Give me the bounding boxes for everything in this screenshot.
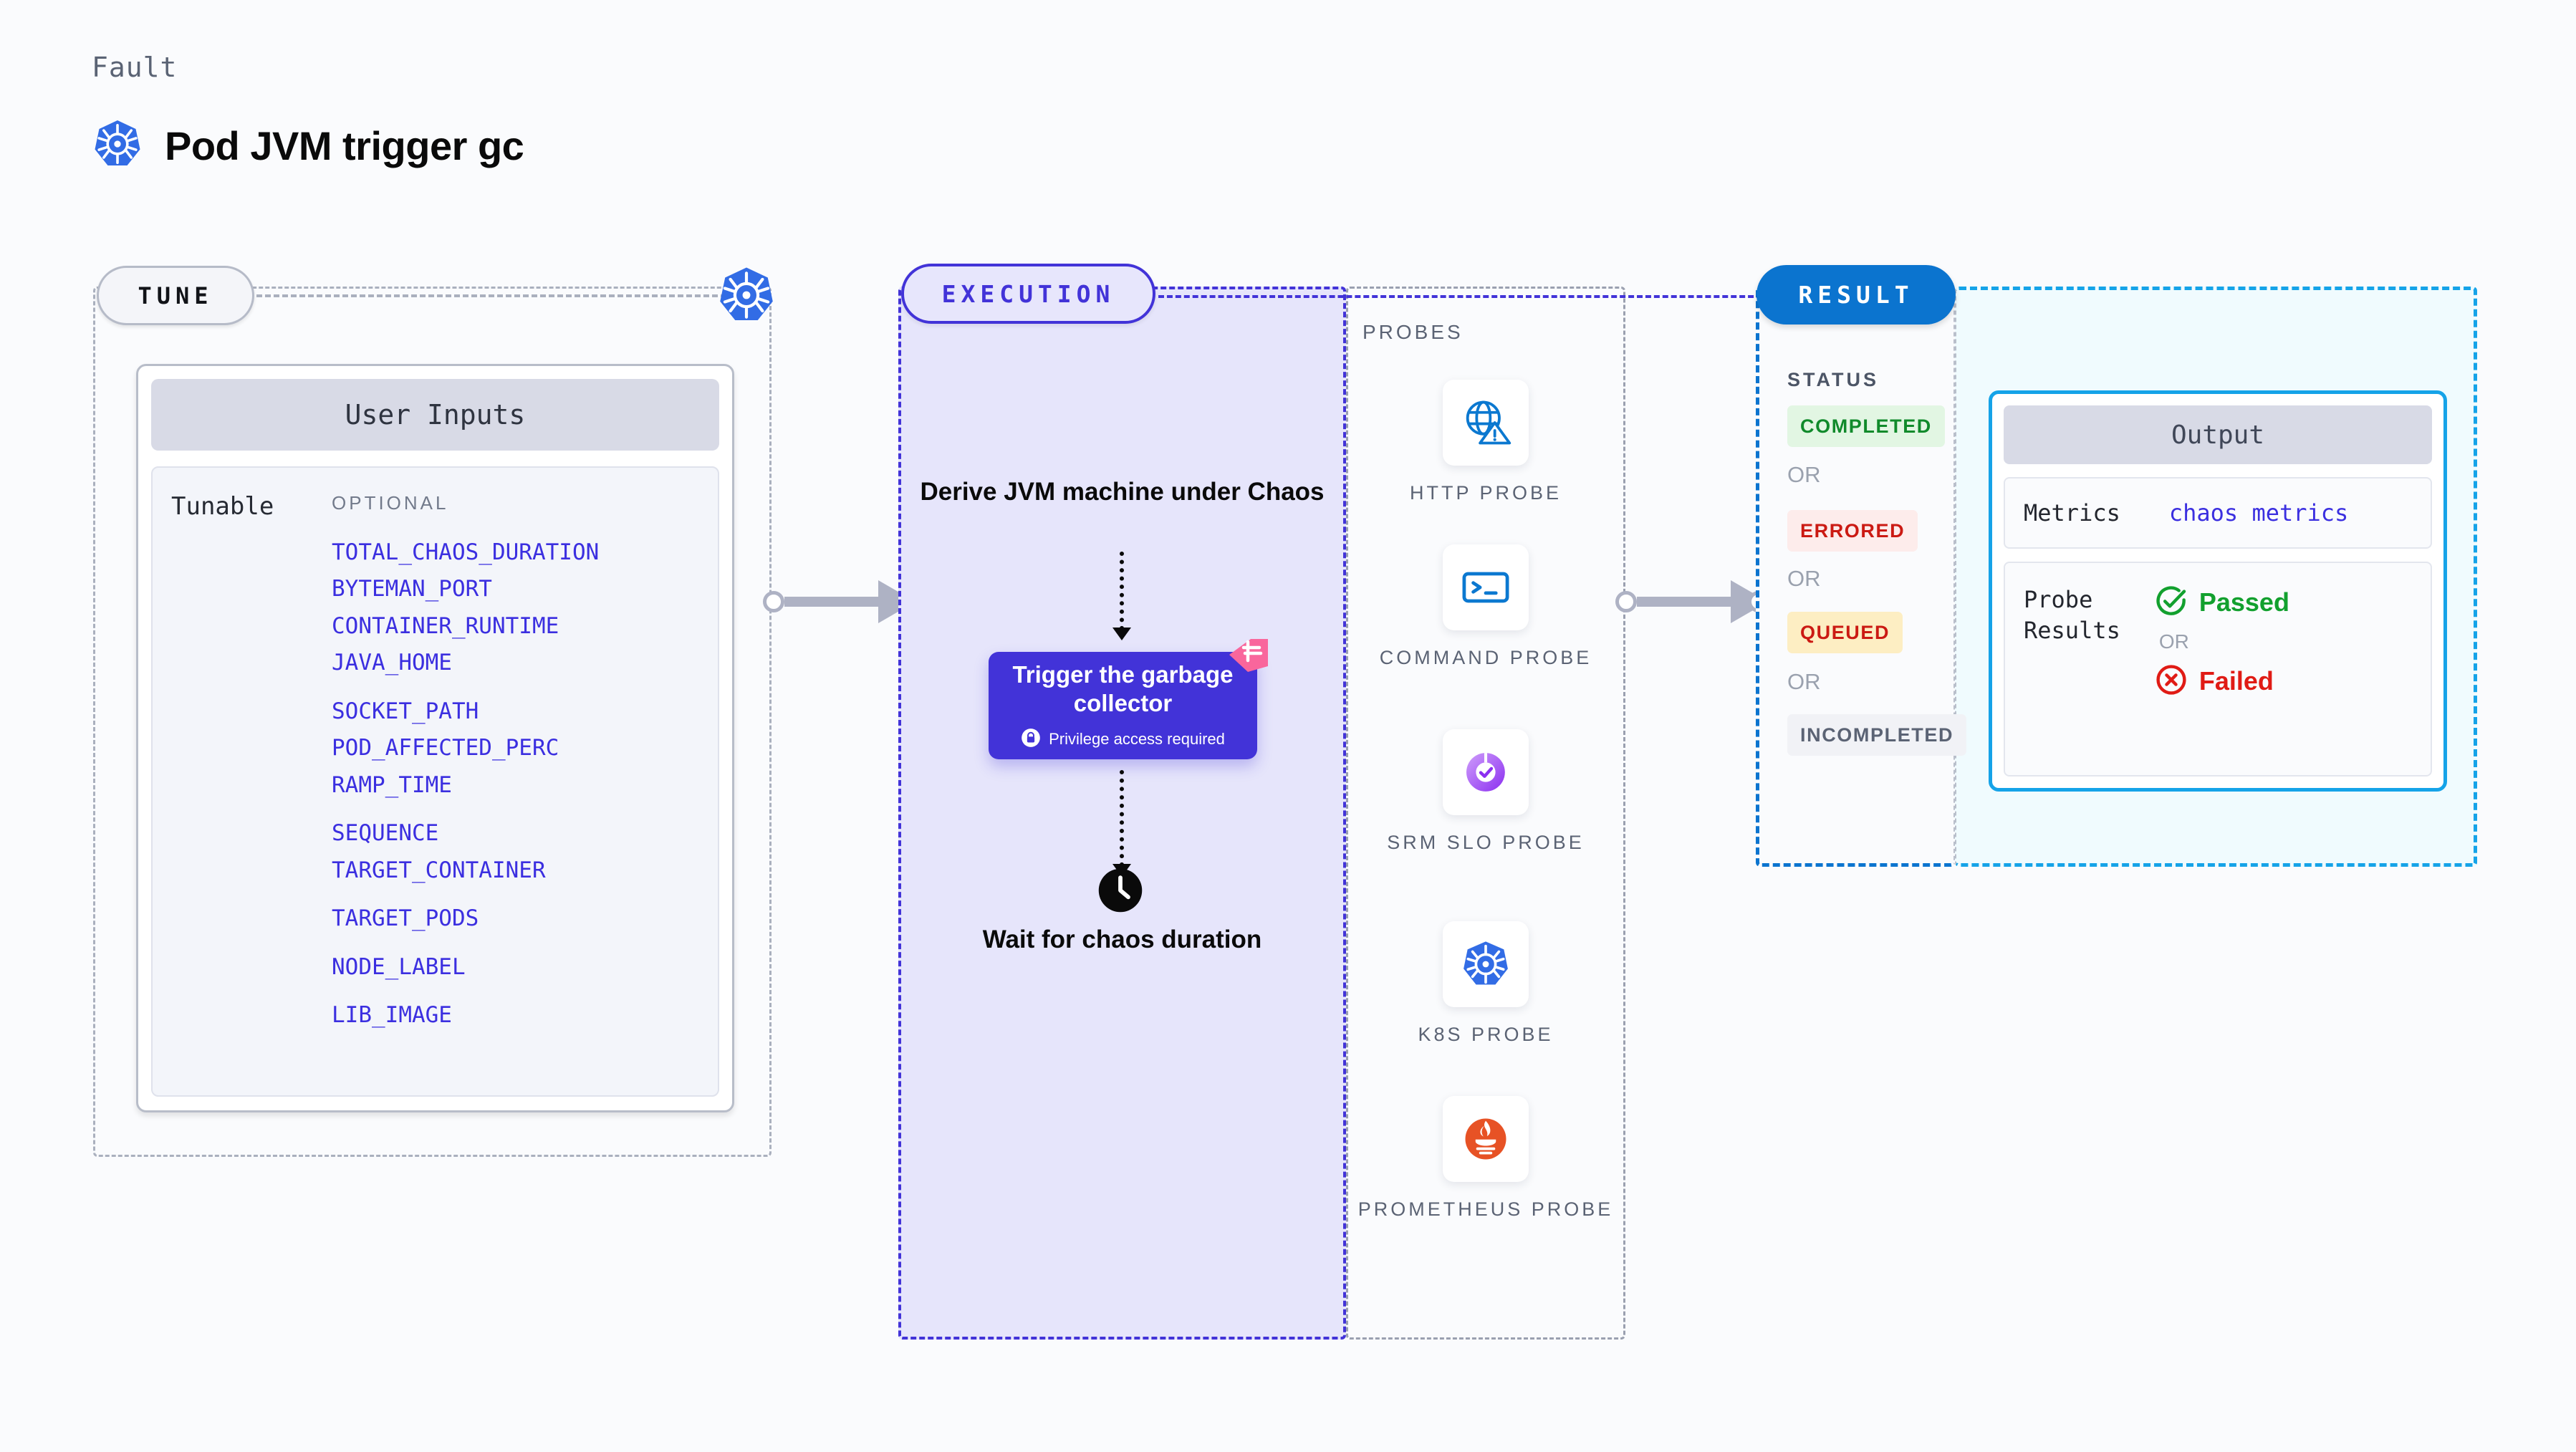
probe-item[interactable]: SRM SLO PROBE <box>1346 729 1625 855</box>
execution-step-wait: Wait for chaos duration <box>982 925 1262 953</box>
probe-item[interactable]: K8S PROBE <box>1346 921 1625 1047</box>
status-badge-completed: COMPLETED <box>1787 405 1945 447</box>
tunable-item[interactable]: POD_AFFECTED_PERC <box>332 735 559 761</box>
tunable-item[interactable]: NODE_LABEL <box>332 953 466 980</box>
metrics-value[interactable]: chaos metrics <box>2168 499 2349 527</box>
failed-label: Failed <box>2198 666 2274 696</box>
kubernetes-icon <box>1443 921 1529 1007</box>
kubernetes-icon <box>92 118 143 173</box>
probe-label: SRM SLO PROBE <box>1387 832 1585 853</box>
connector-probes-to-result <box>1615 580 1769 623</box>
flow-arrow-down-icon <box>1112 770 1131 877</box>
tunable-item[interactable]: TARGET_PODS <box>332 905 479 932</box>
connector-tune-to-execution <box>763 580 917 623</box>
probe-item[interactable]: PROMETHEUS PROBE <box>1346 1096 1625 1222</box>
or-separator: OR <box>1787 462 1821 487</box>
tunable-item[interactable]: RAMP_TIME <box>332 771 452 798</box>
tune-connector-line <box>256 294 744 297</box>
probe-label: K8S PROBE <box>1418 1024 1554 1045</box>
tune-section <box>93 287 772 1157</box>
or-separator: OR <box>1787 566 1821 591</box>
tunable-item[interactable]: CONTAINER_RUNTIME <box>332 612 559 639</box>
check-circle-icon <box>2155 585 2188 620</box>
tune-pill-label[interactable]: TUNE <box>97 266 254 325</box>
privilege-note-text: Privilege access required <box>1049 729 1225 748</box>
connector-dot-left <box>1615 591 1637 612</box>
user-inputs-title: User Inputs <box>151 379 719 451</box>
clock-icon <box>1097 867 1144 914</box>
result-status-section <box>1756 287 1955 867</box>
status-label: STATUS <box>1787 369 1879 390</box>
status-badge-incompleted: INCOMPLETED <box>1787 714 1967 756</box>
or-separator: OR <box>1787 669 1821 694</box>
probe-label: HTTP PROBE <box>1409 482 1562 504</box>
user-inputs-card: User Inputs Tunable OPTIONAL TOTAL_CHAOS… <box>136 364 734 1112</box>
kubernetes-icon <box>716 265 777 325</box>
globe-warning-icon <box>1443 380 1529 466</box>
probe-item[interactable]: COMMAND PROBE <box>1346 544 1625 670</box>
connector-dot-left <box>763 591 784 612</box>
terminal-icon <box>1443 544 1529 630</box>
tunable-item[interactable]: BYTEMAN_PORT <box>332 576 492 602</box>
optional-group-label: OPTIONAL <box>332 492 449 514</box>
connector-bar <box>784 597 880 607</box>
probes-label: PROBES <box>1363 321 1464 343</box>
user-inputs-body: Tunable OPTIONAL TOTAL_CHAOS_DURATION BY… <box>151 466 719 1097</box>
privilege-note: Privilege access required <box>1021 728 1225 751</box>
result-pill-label[interactable]: RESULT <box>1756 265 1956 324</box>
probe-item[interactable]: HTTP PROBE <box>1346 380 1625 506</box>
connector-bar <box>1637 597 1732 607</box>
metrics-key: Metrics <box>2024 499 2120 527</box>
fault-action-title: Trigger the garbage collector <box>1012 661 1234 716</box>
tunable-item[interactable]: LIB_IMAGE <box>332 1001 452 1028</box>
x-circle-icon <box>2155 663 2188 699</box>
tunable-label: Tunable <box>171 492 274 521</box>
tunable-item[interactable]: TARGET_CONTAINER <box>332 857 546 883</box>
tunable-column: Tunable <box>153 492 332 1095</box>
fault-action-card[interactable]: Trigger the garbage collector Privilege … <box>989 639 1268 759</box>
tunable-item[interactable]: SOCKET_PATH <box>332 698 479 724</box>
output-metrics-row: Metrics chaos metrics <box>2004 477 2432 549</box>
page-kicker: Fault <box>92 52 178 83</box>
tunable-values-column: OPTIONAL TOTAL_CHAOS_DURATION BYTEMAN_PO… <box>332 492 718 1095</box>
page-title: Pod JVM trigger gc <box>165 122 524 168</box>
tunable-item[interactable]: TOTAL_CHAOS_DURATION <box>332 539 600 565</box>
output-title: Output <box>2004 405 2432 464</box>
tunable-item[interactable]: JAVA_HOME <box>332 650 452 676</box>
probe-label: PROMETHEUS PROBE <box>1357 1198 1614 1220</box>
or-separator: OR <box>2158 630 2189 653</box>
chaos-flag-icon <box>1226 636 1271 675</box>
slo-gauge-icon <box>1443 729 1529 815</box>
status-badge-queued: QUEUED <box>1787 612 1903 653</box>
status-badge-errored: ERRORED <box>1787 510 1918 552</box>
execution-pill-label[interactable]: EXECUTION <box>901 264 1155 324</box>
execution-connector-line <box>1158 295 1882 298</box>
tunable-item[interactable]: SEQUENCE <box>332 820 439 847</box>
probe-result-failed: Failed <box>2155 663 2289 699</box>
probe-results-values: Passed OR Failed <box>2155 585 2289 775</box>
probe-result-passed: Passed <box>2155 585 2289 620</box>
execution-step-derive: Derive JVM machine under Chaos <box>920 478 1325 506</box>
lock-icon <box>1021 728 1041 751</box>
passed-label: Passed <box>2198 587 2289 617</box>
probe-label: COMMAND PROBE <box>1379 647 1592 668</box>
prometheus-icon <box>1443 1096 1529 1182</box>
page-header: Pod JVM trigger gc <box>92 118 524 173</box>
flow-arrow-down-icon <box>1112 552 1131 640</box>
